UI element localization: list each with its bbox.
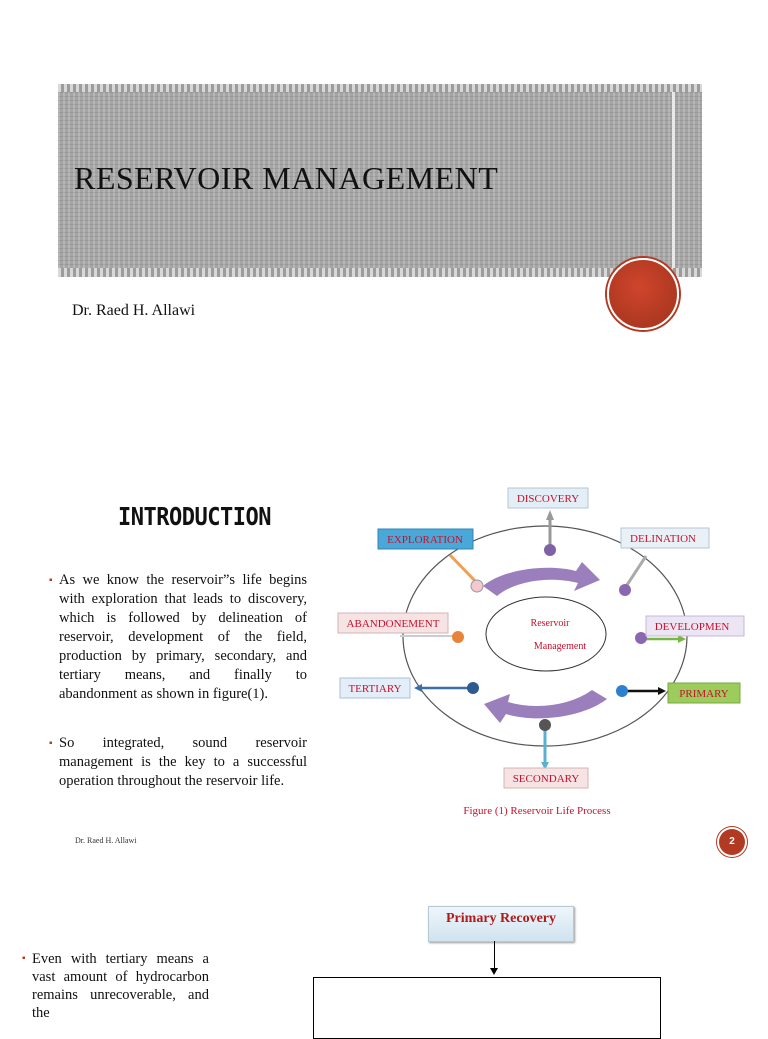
page-number-badge: 2 xyxy=(719,829,745,855)
svg-text:PRIMARY: PRIMARY xyxy=(679,688,729,700)
svg-text:ABANDONEMENT: ABANDONEMENT xyxy=(347,618,440,630)
bullet-item: ▪ As we know the reservoir”s life begins… xyxy=(49,571,307,704)
discovery-node xyxy=(544,544,556,556)
bullet-text: Even with tertiary means a vast amount o… xyxy=(32,951,209,1021)
bullet-item: ▪ So integrated, sound reservoir managem… xyxy=(49,734,307,791)
banner-bottom-stripe xyxy=(58,268,702,277)
bullet-item: ▪ Even with tertiary means a vast amount… xyxy=(22,950,209,1022)
label-delination: DELINATION xyxy=(620,527,710,549)
reservoir-life-diagram: Reservoir Management DISCOVERY EXPLORATI… xyxy=(337,487,745,817)
slide-title: RESERVOIR MANAGEMENT xyxy=(74,160,499,196)
svg-text:DISCOVERY: DISCOVERY xyxy=(517,493,579,505)
development-node xyxy=(635,632,647,644)
label-development: DEVELOPMEN xyxy=(645,615,745,637)
bullet-text: As we know the reservoir”s life begins w… xyxy=(59,572,307,702)
svg-text:EXPLORATION: EXPLORATION xyxy=(387,534,463,546)
exploration-node xyxy=(470,579,484,593)
label-exploration: EXPLORATION xyxy=(377,528,474,550)
primary-node xyxy=(616,685,628,697)
slide-author: Dr. Raed H. Allawi xyxy=(72,302,196,319)
svg-text:DELINATION: DELINATION xyxy=(630,533,696,545)
flow-connector xyxy=(494,941,495,971)
label-secondary: SECONDARY xyxy=(503,767,589,789)
flow-box xyxy=(313,977,661,1039)
center-label-1: Reservoir xyxy=(531,618,571,629)
primary-recovery-box: Primary Recovery xyxy=(428,906,574,942)
cycle-arrow-top xyxy=(483,562,600,596)
flow-arrow-icon xyxy=(490,968,498,975)
svg-text:SECONDARY: SECONDARY xyxy=(513,773,580,785)
abandonement-node xyxy=(452,631,464,643)
banner-top-stripe xyxy=(58,84,702,92)
label-primary: PRIMARY xyxy=(667,682,741,704)
cycle-arrow-bottom xyxy=(484,690,607,723)
label-tertiary: TERTIARY xyxy=(339,677,411,699)
delination-connector xyxy=(623,555,648,589)
center-ellipse xyxy=(485,596,607,672)
center-label-2: Management xyxy=(534,641,586,652)
secondary-node xyxy=(539,719,551,731)
tertiary-node xyxy=(467,682,479,694)
label-discovery: DISCOVERY xyxy=(507,487,589,509)
exploration-connector xyxy=(448,553,480,586)
bullet-marker-icon: ▪ xyxy=(49,738,53,749)
delination-node xyxy=(619,584,631,596)
banner-edge-line xyxy=(672,92,675,268)
svg-text:TERTIARY: TERTIARY xyxy=(348,683,401,695)
bullet-marker-icon: ▪ xyxy=(22,953,26,964)
bullet-marker-icon: ▪ xyxy=(49,575,53,586)
bullet-text: So integrated, sound reservoir managemen… xyxy=(59,735,307,789)
footer-author: Dr. Raed H. Allawi xyxy=(75,836,137,845)
svg-text:DEVELOPMEN: DEVELOPMEN xyxy=(655,621,730,633)
section-heading: INTRODUCTION xyxy=(118,503,271,532)
title-banner xyxy=(58,84,702,277)
label-abandonement: ABANDONEMENT xyxy=(337,612,449,634)
figure-caption: Figure (1) Reservoir Life Process xyxy=(463,805,610,817)
decorative-circle xyxy=(607,258,679,330)
